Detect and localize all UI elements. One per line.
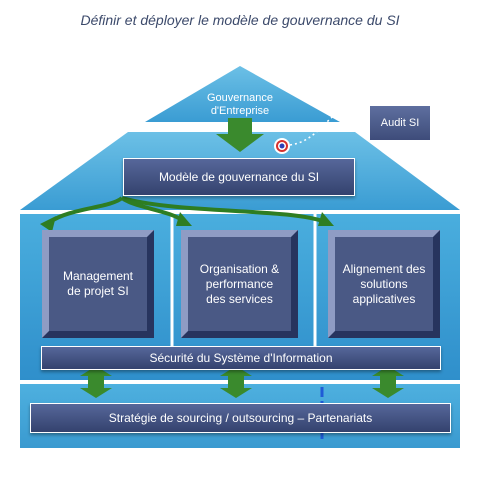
- audit-label: Audit SI: [380, 116, 420, 129]
- pillar-project-management: Management de projet SI: [42, 230, 154, 338]
- pillar-line: performance: [205, 276, 274, 291]
- pillar-application-alignment: Alignement des solutions applicatives: [328, 230, 440, 338]
- audit-box: Audit SI: [369, 105, 431, 141]
- roof-label-line1: Gouvernance: [206, 92, 274, 104]
- target-icon: [274, 138, 290, 154]
- pillar-line: de projet SI: [67, 284, 129, 298]
- pillar-line: solutions: [360, 276, 408, 291]
- pillar-organisation-performance: Organisation & performance des services: [181, 230, 298, 338]
- top-roof: [145, 66, 340, 122]
- pillar-line: des services: [206, 291, 273, 306]
- pillar-line: applicatives: [352, 291, 416, 306]
- governance-model-box: Modèle de gouvernance du SI: [123, 158, 355, 196]
- diagram-title: Définir et déployer le modèle de gouvern…: [80, 12, 400, 28]
- pillar-line: Alignement des: [342, 261, 426, 276]
- double-arrow-middle: [220, 366, 252, 398]
- roof-label: Gouvernance d'Entreprise: [190, 92, 290, 118]
- governance-model-label: Modèle de gouvernance du SI: [158, 169, 320, 184]
- security-bar: Sécurité du Système d'Information: [41, 346, 441, 370]
- pillar-line: Organisation &: [199, 261, 280, 276]
- sourcing-bar: Stratégie de sourcing / outsourcing – Pa…: [30, 403, 451, 433]
- double-arrow-left: [80, 366, 112, 398]
- double-arrow-right: [372, 366, 404, 398]
- roof-down-arrow: [216, 118, 264, 152]
- security-label: Sécurité du Système d'Information: [149, 350, 333, 365]
- roof-label-line2: d'Entreprise: [210, 105, 270, 117]
- audit-link: [289, 103, 369, 146]
- sourcing-label: Stratégie de sourcing / outsourcing – Pa…: [108, 410, 373, 425]
- pillar-line: Management: [62, 269, 134, 283]
